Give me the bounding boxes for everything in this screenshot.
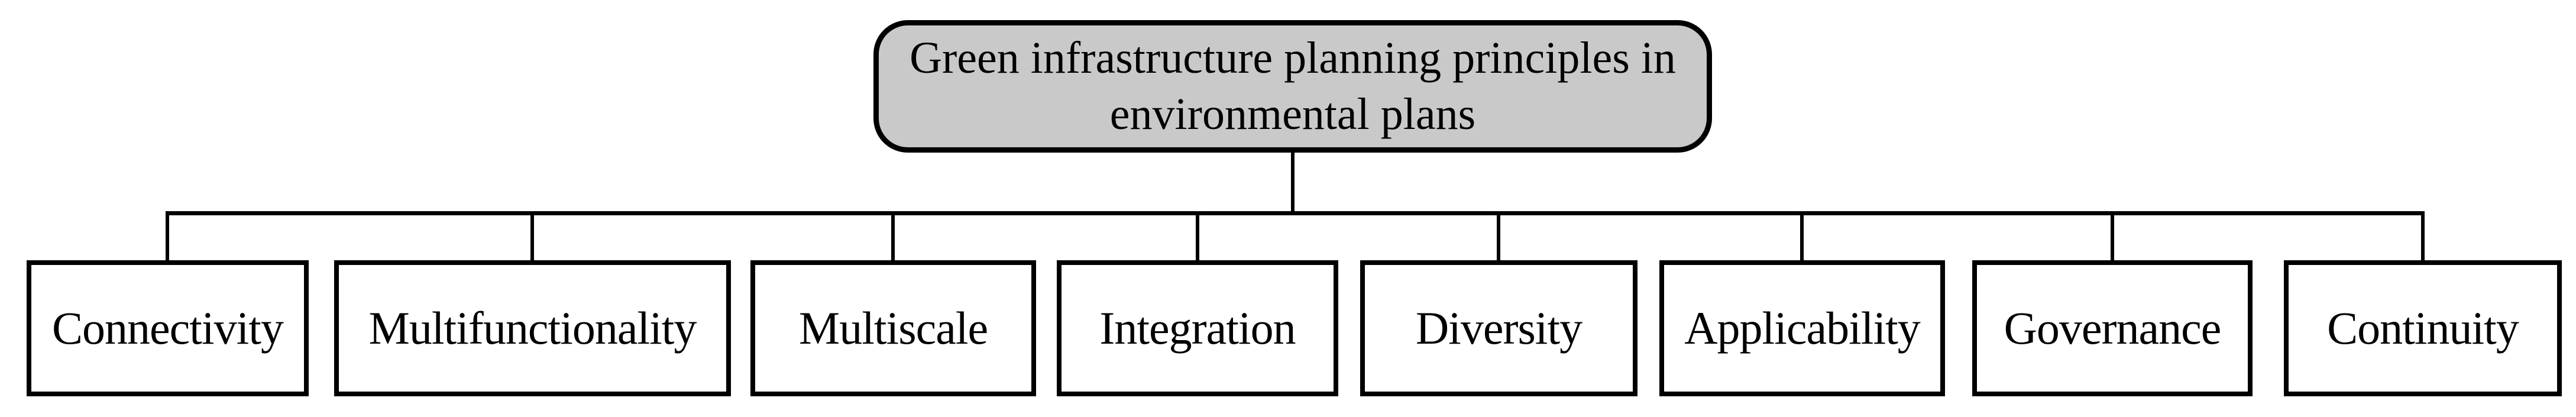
connector-drop-multiscale <box>891 211 895 265</box>
node-label: Diversity <box>1415 302 1583 354</box>
connector-drop-applicability <box>1800 211 1804 265</box>
connector-trunk <box>166 211 2425 215</box>
node-label: Governance <box>2004 302 2222 354</box>
node-label: Applicability <box>1684 302 1921 354</box>
connector-drop-diversity <box>1497 211 1500 265</box>
node-diversity: Diversity <box>1360 260 1637 396</box>
node-label: Multifunctionality <box>368 302 697 354</box>
connector-drop-integration <box>1196 211 1199 265</box>
root-title-line-2: environmental plans <box>1109 89 1476 139</box>
root-title-line-1: Green infrastructure planning principles… <box>910 33 1676 83</box>
node-label: Connectivity <box>52 302 284 354</box>
node-label: Integration <box>1099 302 1296 354</box>
node-applicability: Applicability <box>1659 260 1945 396</box>
root-node-gi-principles: Green infrastructure planning principles… <box>873 20 1712 153</box>
node-label: Multiscale <box>798 302 988 354</box>
node-label: Continuity <box>2327 302 2519 354</box>
node-continuity: Continuity <box>2284 260 2562 396</box>
connector-drop-governance <box>2111 211 2114 265</box>
connector-stem <box>1291 149 1295 215</box>
node-multiscale: Multiscale <box>750 260 1036 396</box>
node-multifunctionality: Multifunctionality <box>334 260 731 396</box>
connector-drop-connectivity <box>166 211 169 265</box>
node-connectivity: Connectivity <box>27 260 309 396</box>
node-integration: Integration <box>1057 260 1338 396</box>
connector-drop-multifunctionality <box>530 211 534 265</box>
node-governance: Governance <box>1972 260 2253 396</box>
connector-drop-continuity <box>2421 211 2425 265</box>
